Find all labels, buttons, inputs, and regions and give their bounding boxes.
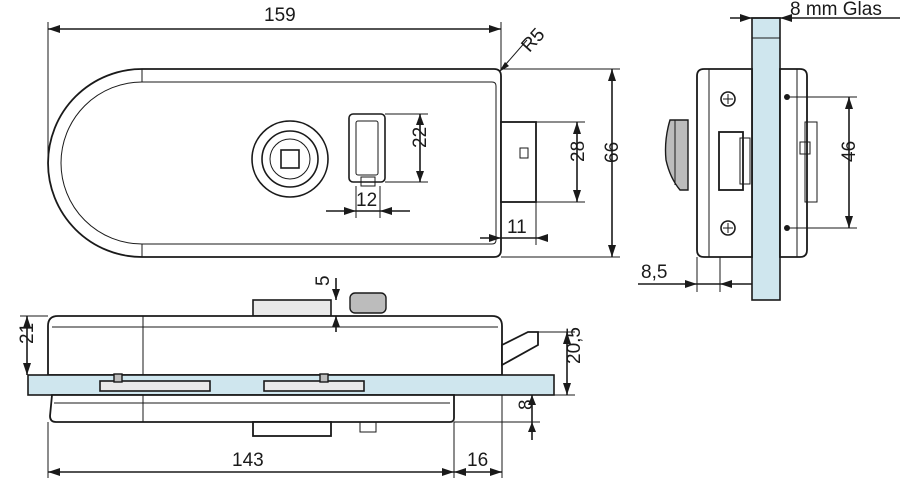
dim-plate-thickness: 8 bbox=[516, 399, 537, 410]
end-view: 8 mm Glas 46 8,5 bbox=[638, 0, 900, 301]
dim-side-glass-offset: 20,5 bbox=[564, 327, 585, 364]
glass-panel-end bbox=[751, 17, 781, 301]
screw-bottom bbox=[720, 220, 736, 236]
dim-latch-offset: 11 bbox=[507, 217, 527, 238]
dim-slot-height: 22 bbox=[410, 127, 431, 148]
dim-screw-spacing: 46 bbox=[839, 141, 860, 162]
dim-base-length: 143 bbox=[232, 450, 264, 471]
latch-bolt bbox=[500, 121, 537, 203]
dim-body-height: 66 bbox=[602, 142, 623, 163]
dim-glass-offset: 8,5 bbox=[641, 262, 667, 283]
lever bbox=[664, 119, 689, 191]
dim-latch-projection: 5 bbox=[313, 275, 334, 286]
label-glass-thickness: 8 mm Glas bbox=[790, 0, 882, 20]
front-view: 159 R5 22 bbox=[47, 5, 623, 258]
square-drive bbox=[251, 120, 329, 198]
bottom-plate bbox=[49, 394, 455, 423]
screw-top bbox=[720, 91, 736, 107]
lock-body-outline bbox=[47, 68, 502, 258]
dim-overall-length: 159 bbox=[264, 5, 296, 26]
knob bbox=[349, 292, 387, 314]
side-view: 21 5 20,5 8 143 16 bbox=[17, 275, 585, 478]
side-body bbox=[47, 315, 503, 376]
dim-corner-radius: R5 bbox=[518, 24, 550, 56]
dim-tail-length: 16 bbox=[467, 450, 488, 471]
dim-latch-height: 28 bbox=[568, 141, 589, 162]
dim-slot-width: 12 bbox=[356, 190, 377, 211]
dim-side-thickness: 21 bbox=[17, 323, 38, 344]
bolt-slot bbox=[348, 113, 386, 187]
